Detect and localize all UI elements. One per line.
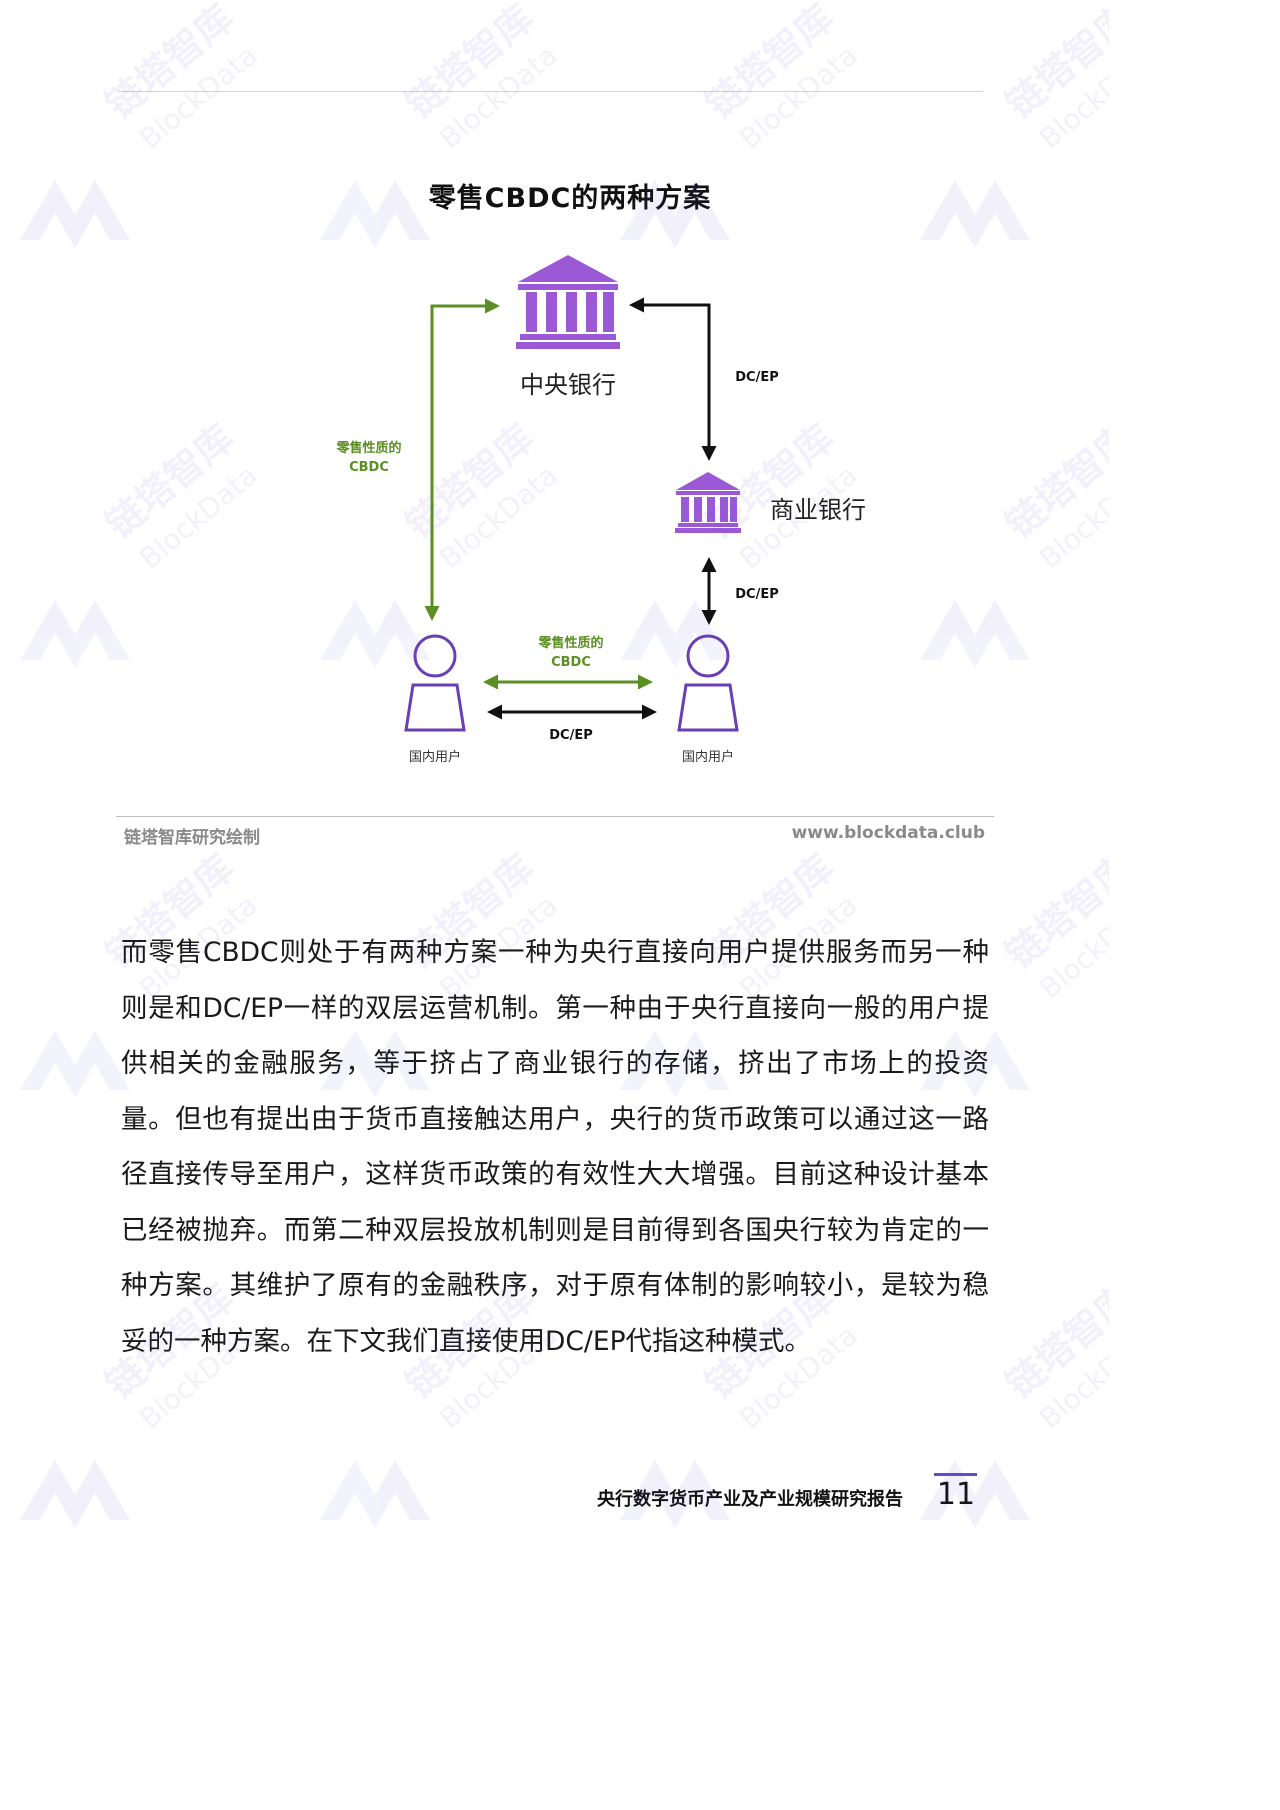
dcep-commercial-user-label: DC/EP — [735, 587, 779, 602]
user-left-icon — [404, 634, 466, 732]
user-left-label: 国内用户 — [409, 749, 461, 765]
figure-website: www.blockdata.club — [791, 823, 985, 843]
retail-cbdc-users-label-1: 零售性质的 — [537, 635, 603, 651]
retail-cbdc-users-label-2: CBDC — [551, 655, 591, 670]
commercial-bank-icon — [675, 472, 741, 533]
commercial-bank-label: 商业银行 — [770, 496, 866, 524]
figure-credit: 链塔智库研究绘制 — [124, 828, 260, 848]
user-right-icon — [677, 634, 739, 732]
footer-report-title: 央行数字货币产业及产业规模研究报告 — [597, 1489, 903, 1510]
cbdc-diagram: 中央银行 商业银行 国内用户 国内用户 零售性质的 CBDC DC/EP DC/… — [335, 255, 866, 765]
dcep-users-label: DC/EP — [549, 728, 593, 743]
central-bank-icon — [516, 255, 620, 349]
dcep-central-commercial-arrow — [629, 297, 717, 461]
central-bank-label: 中央银行 — [520, 371, 616, 399]
user-right-label: 国内用户 — [682, 749, 734, 765]
body-paragraph: 而零售CBDC则处于有两种方案一种为央行直接向用户提供服务而另一种则是和DC/E… — [121, 937, 989, 1357]
retail-cbdc-vertical-arrow — [424, 298, 500, 621]
retail-cbdc-vertical-label-1: 零售性质的 — [335, 440, 401, 456]
dcep-central-commercial-label: DC/EP — [735, 370, 779, 385]
page-number: 11 — [936, 1477, 976, 1512]
figure-divider — [116, 816, 994, 817]
retail-cbdc-vertical-label-2: CBDC — [349, 460, 389, 475]
page-number-accent — [934, 1473, 977, 1476]
